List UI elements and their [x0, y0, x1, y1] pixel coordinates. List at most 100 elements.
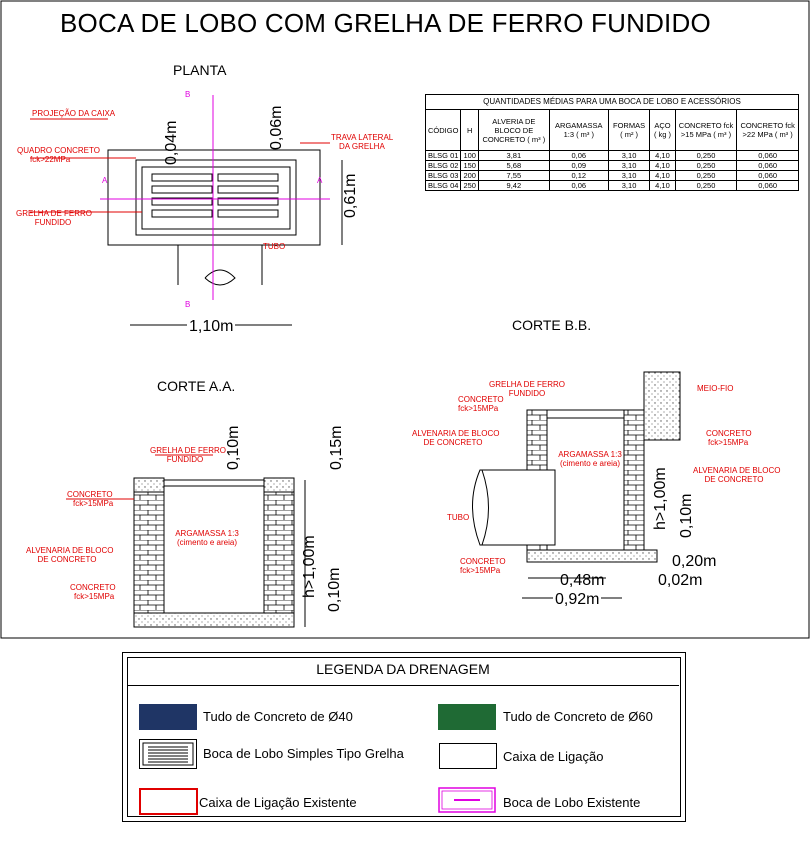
table-cell: BLSG 03 [424, 170, 462, 181]
planta-heading: PLANTA [173, 62, 227, 78]
table-header: ARGAMASSA 1:3 ( m³ ) [548, 109, 609, 151]
bb-argamassa-label-2: (cimento e areia) [559, 459, 621, 468]
legend-swatch-pipe-60 [438, 704, 496, 730]
legend-label-existing-box: Caixa de Ligação Existente [199, 795, 357, 810]
table-cell: 4,10 [649, 170, 676, 181]
table-cell: 3,10 [607, 160, 651, 171]
legend-divider [127, 685, 679, 686]
table-cell: 4,10 [649, 180, 676, 191]
table-cell: 0,060 [736, 180, 799, 191]
planta-dim-006: 0,06m [268, 105, 285, 150]
aa-dim-010a: 0,10m [225, 425, 242, 470]
planta-trava-label-2: DA GRELHA [339, 142, 385, 151]
table-cell: 9,42 [477, 180, 550, 191]
table-header: H [460, 109, 479, 151]
planta-quadro-label: QUADRO CONCRETO [17, 146, 100, 155]
table-cell: 0,060 [736, 160, 799, 171]
aa-alvenaria-label: ALVENARIA DE BLOCO [26, 546, 114, 555]
table-header: FORMAS ( m² ) [607, 109, 651, 151]
aa-dim-010b: 0,10m [326, 567, 343, 612]
legend-label-existing-inlet: Boca de Lobo Existente [503, 795, 641, 810]
bb-dim-002: 0,02m [658, 572, 703, 589]
aa-grelha-label: GRELHA DE FERRO [150, 446, 227, 455]
planta-dim-110: 1,10m [187, 318, 236, 336]
cut-a-left: A [102, 176, 108, 185]
table-cell: 3,81 [477, 150, 550, 161]
aa-concreto2-label: CONCRETO [70, 583, 116, 592]
table-cell: 4,10 [649, 150, 676, 161]
legend-existing-box-icon [139, 788, 198, 815]
table-cell: 0,250 [674, 180, 738, 191]
aa-argamassa-label-2: (cimento e areia) [176, 538, 238, 547]
bb-alvenaria2-label: ALVENARIA DE BLOCO [693, 466, 781, 475]
cut-a-right: A [317, 176, 323, 185]
aa-concreto-label: CONCRETO [67, 490, 113, 499]
planta-drawing [30, 95, 343, 326]
aa-alvenaria-label-2: DE CONCRETO [37, 555, 97, 564]
bb-grelha-label: GRELHA DE FERRO [488, 380, 565, 389]
table-cell: 3,10 [607, 180, 651, 191]
table-cell: 0,250 [674, 170, 738, 181]
legend-inner-frame [127, 657, 681, 817]
bb-concreto3-fck: fck>15MPa [460, 566, 501, 575]
table-cell: BLSG 04 [424, 180, 462, 191]
table-header: CONCRETO fck >15 MPa ( m³ ) [674, 109, 738, 151]
bb-alvenaria-label-2: DE CONCRETO [423, 438, 483, 447]
bb-dim-048: 0,48m [560, 572, 605, 589]
legend-junction-box-icon [439, 743, 497, 769]
table-cell: 0,060 [736, 170, 799, 181]
table-cell: 0,250 [674, 160, 738, 171]
table-cell: 250 [460, 180, 479, 191]
bb-concreto2-fck: fck>15MPa [708, 438, 749, 447]
legend-label-junction-box: Caixa de Ligação [503, 749, 604, 764]
table-cell: 3,10 [607, 170, 651, 181]
bb-dim-020: 0,20m [672, 553, 717, 570]
legend-existing-inlet-icon [438, 787, 496, 813]
drawing-title: BOCA DE LOBO COM GRELHA DE FERRO FUNDIDO [60, 8, 711, 38]
table-cell: BLSG 02 [424, 160, 462, 171]
corte-aa-heading: CORTE A.A. [157, 378, 236, 394]
bb-dim-092: 0,92m [553, 591, 602, 609]
table-cell: 100 [460, 150, 479, 161]
bb-dim-010: 0,10m [678, 493, 695, 538]
planta-trava-label: TRAVA LATERAL [331, 133, 394, 142]
planta-grelha-label-2: FUNDIDO [34, 218, 72, 227]
table-cell: 200 [460, 170, 479, 181]
bb-dim-h: h>1,00m [652, 467, 669, 530]
planta-tubo-label: TUBO [263, 242, 286, 251]
table-cell: 5,68 [477, 160, 550, 171]
legend-label-grate-inlet: Boca de Lobo Simples Tipo Grelha [203, 746, 404, 761]
bb-alvenaria2-label-2: DE CONCRETO [704, 475, 764, 484]
corte-aa-drawing [66, 454, 306, 628]
aa-concreto-fck: fck>15MPa [73, 499, 114, 508]
table-cell: 3,10 [607, 150, 651, 161]
bb-concreto-label: CONCRETO [458, 395, 504, 404]
table-cell: 150 [460, 160, 479, 171]
legend-label-pipe-60: Tudo de Concreto de Ø60 [503, 709, 653, 724]
planta-quadro-fck: fck>22MPa [30, 155, 71, 164]
table-title: QUANTIDADES MÉDIAS PARA UMA BOCA DE LOBO… [425, 94, 799, 110]
bb-grelha-label-2: FUNDIDO [508, 389, 546, 398]
bb-meiofio-label: MEIO-FIO [697, 384, 734, 393]
aa-dim-h: h>1,00m [301, 535, 318, 598]
bb-concreto3-label: CONCRETO [460, 557, 506, 566]
bb-alvenaria-label: ALVENARIA DE BLOCO [412, 429, 500, 438]
table-header: CONCRETO fck >22 MPa ( m³ ) [736, 109, 799, 151]
aa-dim-015: 0,15m [328, 425, 345, 470]
table-cell: 0,06 [548, 150, 609, 161]
table-cell: 7,55 [477, 170, 550, 181]
bb-argamassa-label: ARGAMASSA 1:3 [558, 450, 622, 459]
legend-swatch-pipe-40 [139, 704, 197, 730]
aa-grelha-label-2: FUNDIDO [166, 455, 204, 464]
table-cell: 4,10 [649, 160, 676, 171]
bb-concreto2-label: CONCRETO [706, 429, 752, 438]
aa-concreto2-fck: fck>15MPa [74, 592, 115, 601]
cut-b-bottom: B [185, 300, 191, 309]
quantities-table: QUANTIDADES MÉDIAS PARA UMA BOCA DE LOBO… [424, 94, 799, 191]
planta-grelha-label: GRELHA DE FERRO [16, 209, 93, 218]
